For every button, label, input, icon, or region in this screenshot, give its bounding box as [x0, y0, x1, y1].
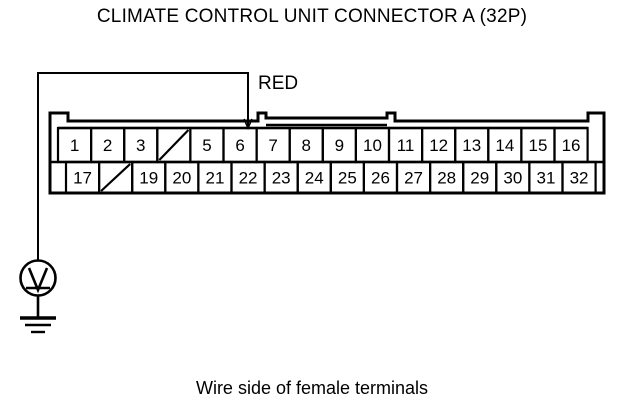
pin-number-12: 12	[429, 136, 448, 155]
pin-number-22: 22	[239, 169, 258, 188]
pin-number-3: 3	[136, 136, 145, 155]
pin-number-24: 24	[305, 169, 324, 188]
wire-color-label: RED	[258, 73, 299, 94]
pin-number-30: 30	[503, 169, 522, 188]
test-lead-wire	[37, 72, 253, 261]
connector-shell-outline	[48, 111, 606, 195]
pin-number-26: 26	[371, 169, 390, 188]
pin-number-32: 32	[570, 169, 589, 188]
pin-number-17: 17	[73, 169, 92, 188]
pin-number-20: 20	[172, 169, 191, 188]
ground-symbol	[20, 295, 56, 334]
pin-number-16: 16	[562, 136, 581, 155]
pin-number-29: 29	[470, 169, 489, 188]
pin-number-28: 28	[437, 169, 456, 188]
pin-number-25: 25	[338, 169, 357, 188]
pin-number-2: 2	[103, 136, 112, 155]
pin-number-27: 27	[404, 169, 423, 188]
voltmeter-symbol	[19, 259, 57, 297]
pin-number-19: 19	[139, 169, 158, 188]
pin-cell	[561, 160, 597, 195]
pin-number-6: 6	[235, 136, 244, 155]
pin-number-11: 11	[397, 136, 415, 155]
pin-number-14: 14	[495, 136, 514, 155]
pin-number-23: 23	[272, 169, 291, 188]
diagram-caption: Wire side of female terminals	[195, 378, 429, 398]
pin-number-5: 5	[202, 136, 211, 155]
pin-blank-slash-icon	[158, 129, 190, 161]
page-title: CLIMATE CONTROL UNIT CONNECTOR A (32P)	[96, 6, 528, 27]
pin-number-10: 10	[363, 136, 382, 155]
pin-number-31: 31	[536, 169, 555, 188]
connector-bottom-row: 17 19 20 21 22 23 24 25 26 27 28 29 30 31 32	[64, 160, 597, 195]
pin-number-1: 1	[70, 136, 79, 155]
pin-number-8: 8	[302, 136, 311, 155]
pin-number-13: 13	[462, 136, 481, 155]
pin-number-9: 9	[335, 136, 344, 155]
pin-number-15: 15	[528, 136, 547, 155]
pin-number-7: 7	[268, 136, 277, 155]
pin-blank-slash-icon	[100, 163, 131, 192]
pin-number-21: 21	[205, 169, 224, 188]
